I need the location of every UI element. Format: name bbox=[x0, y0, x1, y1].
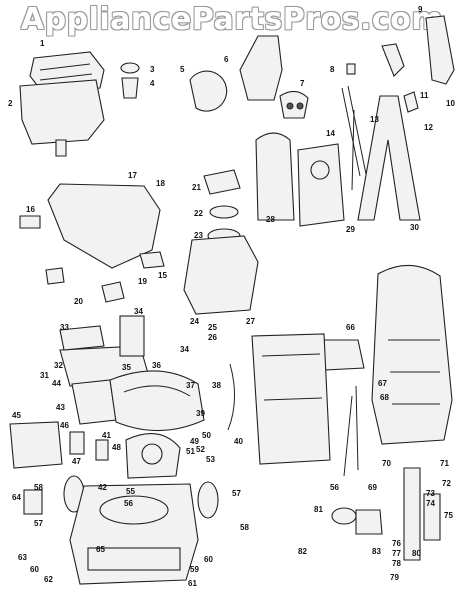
callout-83: 83 bbox=[372, 547, 381, 556]
callout-44: 44 bbox=[52, 379, 61, 388]
callout-81: 81 bbox=[314, 505, 323, 514]
callout-40: 40 bbox=[234, 437, 243, 446]
callout-23: 23 bbox=[194, 231, 203, 240]
callout-17: 17 bbox=[128, 171, 137, 180]
callout-58b: 58 bbox=[240, 523, 249, 532]
callout-9: 9 bbox=[418, 5, 423, 14]
callout-24: 24 bbox=[190, 317, 199, 326]
callout-13: 13 bbox=[370, 115, 379, 124]
callout-20: 20 bbox=[74, 297, 83, 306]
callout-72: 72 bbox=[442, 479, 451, 488]
callout-3: 3 bbox=[150, 65, 155, 74]
callout-78: 78 bbox=[392, 559, 401, 568]
callout-56b: 56 bbox=[330, 483, 339, 492]
callout-37: 37 bbox=[186, 381, 195, 390]
callout-31: 31 bbox=[40, 371, 49, 380]
callout-2: 2 bbox=[8, 99, 13, 108]
callout-21: 21 bbox=[192, 183, 201, 192]
callout-34: 34 bbox=[134, 307, 143, 316]
tank-assembly bbox=[19, 51, 105, 157]
callout-80: 80 bbox=[412, 549, 421, 558]
callout-69: 69 bbox=[368, 483, 377, 492]
callout-64: 64 bbox=[12, 493, 21, 502]
watermark: AppliancePartsPros.com bbox=[20, 2, 444, 37]
callout-68: 68 bbox=[380, 393, 389, 402]
callout-79: 79 bbox=[390, 573, 399, 582]
callout-36: 36 bbox=[152, 361, 161, 370]
callout-60b: 60 bbox=[204, 555, 213, 564]
callout-19: 19 bbox=[138, 277, 147, 286]
callout-43: 43 bbox=[56, 403, 65, 412]
callout-38: 38 bbox=[212, 381, 221, 390]
callout-18: 18 bbox=[156, 179, 165, 188]
callout-42: 42 bbox=[98, 483, 107, 492]
callout-70: 70 bbox=[382, 459, 391, 468]
callout-27: 27 bbox=[246, 317, 255, 326]
callout-32: 32 bbox=[54, 361, 63, 370]
callout-28: 28 bbox=[266, 215, 275, 224]
callout-8: 8 bbox=[330, 65, 335, 74]
callout-66: 66 bbox=[346, 323, 355, 332]
callout-26: 26 bbox=[208, 333, 217, 342]
callout-10: 10 bbox=[446, 99, 455, 108]
callout-63: 63 bbox=[18, 553, 27, 562]
callout-58: 58 bbox=[34, 483, 43, 492]
callout-76: 76 bbox=[392, 539, 401, 548]
callout-15: 15 bbox=[158, 271, 167, 280]
callout-33: 33 bbox=[60, 323, 69, 332]
callout-75: 75 bbox=[444, 511, 453, 520]
callout-49: 49 bbox=[190, 437, 199, 446]
callout-41: 41 bbox=[102, 431, 111, 440]
callout-50: 50 bbox=[202, 431, 211, 440]
callout-4: 4 bbox=[150, 79, 155, 88]
callout-57: 57 bbox=[232, 489, 241, 498]
callout-60: 60 bbox=[30, 565, 39, 574]
callout-12: 12 bbox=[424, 123, 433, 132]
callout-55: 55 bbox=[126, 487, 135, 496]
callout-30: 30 bbox=[410, 223, 419, 232]
callout-16: 16 bbox=[26, 205, 35, 214]
callout-14: 14 bbox=[326, 129, 335, 138]
callout-35: 35 bbox=[122, 363, 131, 372]
callout-29: 29 bbox=[346, 225, 355, 234]
callout-53: 53 bbox=[206, 455, 215, 464]
callout-52: 52 bbox=[196, 445, 205, 454]
callout-1: 1 bbox=[40, 39, 45, 48]
callout-56: 56 bbox=[124, 499, 133, 508]
callout-34b: 34 bbox=[180, 345, 189, 354]
callout-59: 59 bbox=[190, 565, 199, 574]
callout-61: 61 bbox=[188, 579, 197, 588]
callout-48: 48 bbox=[112, 443, 121, 452]
callout-77: 77 bbox=[392, 549, 401, 558]
callout-73: 73 bbox=[426, 489, 435, 498]
callout-65: 65 bbox=[96, 545, 105, 554]
callout-5: 5 bbox=[180, 65, 185, 74]
callout-46: 46 bbox=[60, 421, 69, 430]
callout-82: 82 bbox=[298, 547, 307, 556]
callout-74: 74 bbox=[426, 499, 435, 508]
callout-51: 51 bbox=[186, 447, 195, 456]
callout-62: 62 bbox=[44, 575, 53, 584]
callout-7: 7 bbox=[300, 79, 305, 88]
callout-47: 47 bbox=[72, 457, 81, 466]
callout-39: 39 bbox=[196, 409, 205, 418]
callout-67: 67 bbox=[378, 379, 387, 388]
callout-25: 25 bbox=[208, 323, 217, 332]
callout-6: 6 bbox=[224, 55, 229, 64]
callout-22: 22 bbox=[194, 209, 203, 218]
callout-57b: 57 bbox=[34, 519, 43, 528]
callout-11: 11 bbox=[420, 91, 429, 100]
callout-71: 71 bbox=[440, 459, 449, 468]
callout-45: 45 bbox=[12, 411, 21, 420]
